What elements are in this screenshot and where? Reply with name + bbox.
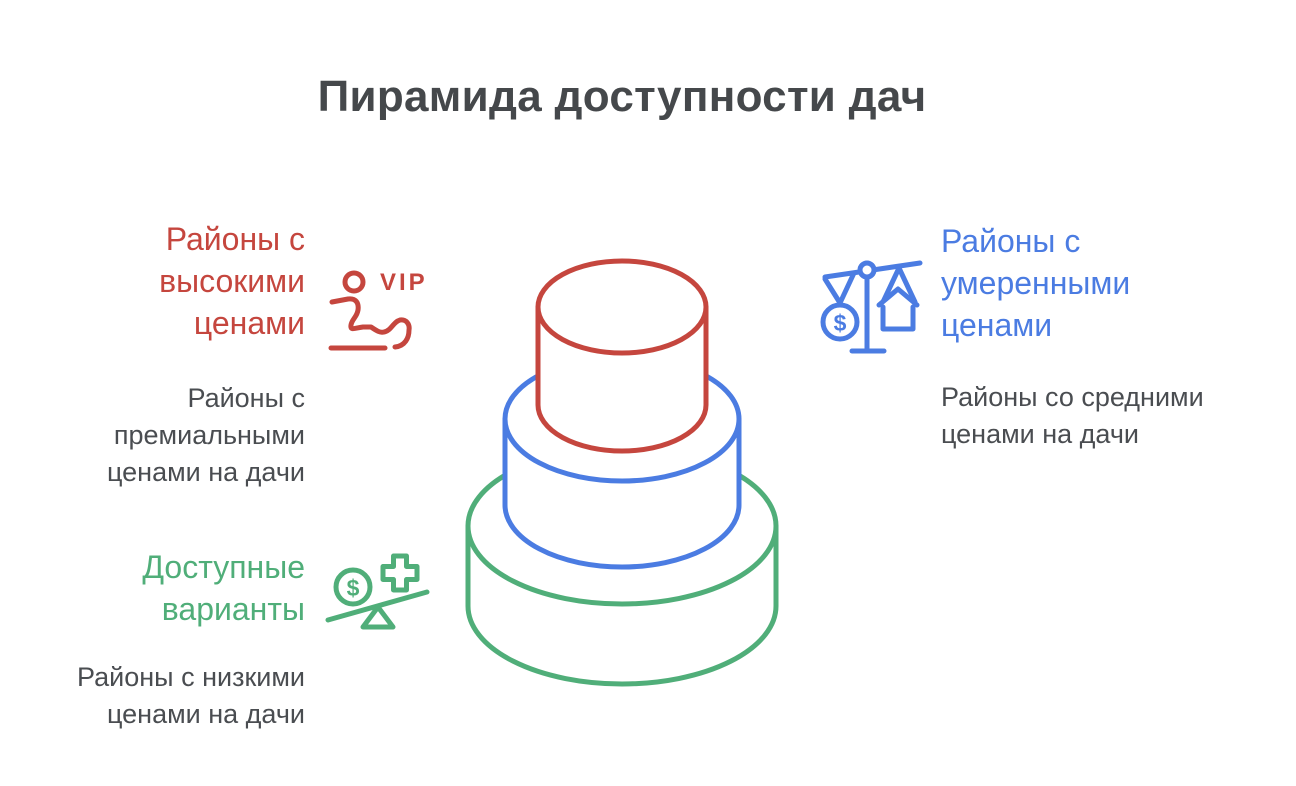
house-roof-icon [876,286,920,308]
tier-middle-heading: Районы с умеренными ценами [941,223,1131,343]
pyramid-illustration [465,258,779,687]
dollar-coin-icon [333,567,373,607]
pyramid-tier-top [535,258,709,454]
seesaw-fulcrum [360,604,396,630]
dollar-coin-icon [820,302,860,342]
tier-top-heading: Районы с высокими ценами [159,221,305,341]
house-walls-icon [880,304,916,332]
seated-person-chair-icon [329,296,412,350]
vip-label: VIP [380,269,428,296]
balance-scale-house-icon: $ [820,260,923,354]
page-title: Пирамида доступности дач [317,72,927,121]
dollar-sign: $ [834,310,847,336]
person-head-icon [342,270,366,294]
right-pan-strings [880,265,918,305]
tier-bottom-heading: Доступные варианты [142,549,305,627]
vip-lounge-icon: VIP [328,269,428,351]
plus-cross-icon [380,553,420,593]
money-seesaw-icon: $ [325,553,430,630]
dollar-sign: $ [347,575,360,601]
scale-pivot [857,260,877,280]
tier-top-description: Районы с премиальными ценами на дачи [106,383,305,487]
tier-bottom-description: Районы с низкими ценами на дачи [77,662,305,729]
tier-middle-description: Районы со средними ценами на дачи [941,382,1204,449]
